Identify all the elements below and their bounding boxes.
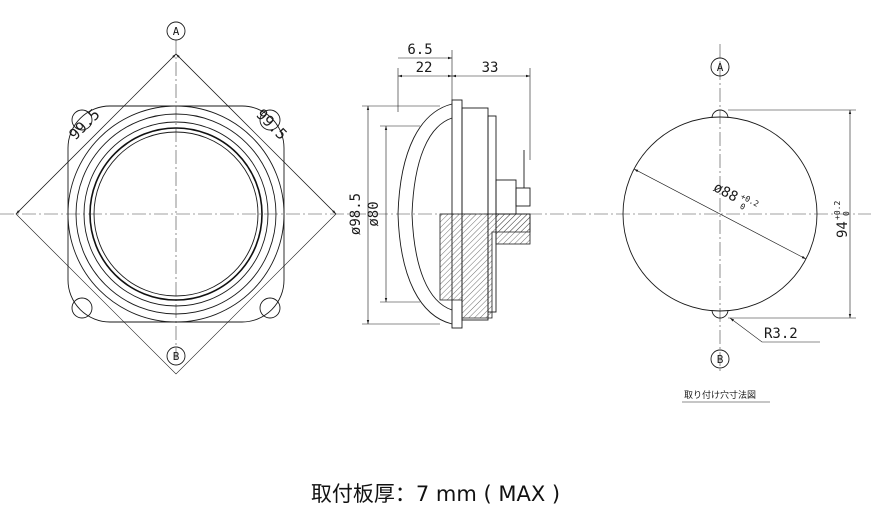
cutout-dia-tol-lower: 0 <box>738 202 747 212</box>
marker-a-cutout: A <box>710 57 730 77</box>
side-dim-length-label: 33 <box>482 60 499 76</box>
cutout-key-bottom <box>711 309 729 319</box>
marker-a-front-label: A <box>173 25 180 38</box>
front-lobe-bl <box>71 297 93 319</box>
side-dome-inner <box>411 117 453 311</box>
cutout-hole <box>622 116 818 312</box>
front-ring-4 <box>89 127 263 301</box>
side-view: 6.5 22 33 ø98.5 ø80 <box>348 42 531 329</box>
cutout-height-tol-upper: +0.2 <box>833 201 842 220</box>
cutout-view: A B ø88 +0.2 0 94 +0.2 0 R3.2 取り付 <box>622 44 856 403</box>
front-lobe-tr <box>259 109 281 131</box>
front-lobe-br <box>259 297 281 319</box>
cutout-radius-label: R3.2 <box>764 326 798 342</box>
marker-b-cutout-label: B <box>717 353 724 366</box>
marker-a-front: A <box>166 21 186 41</box>
front-dim-left-label: 99.5 <box>65 105 103 143</box>
front-ring-inner <box>93 131 259 297</box>
cutout-height-label: 94 +0.2 0 <box>833 201 851 238</box>
side-nut <box>495 179 517 215</box>
marker-b-front: B <box>166 346 186 366</box>
side-hatch-2 <box>495 213 531 245</box>
front-ring-3 <box>83 121 269 307</box>
cutout-dia-base: ø88 <box>711 180 741 206</box>
dim-arrow-right <box>175 53 337 215</box>
front-ring-2 <box>75 113 277 315</box>
side-dia-inner-label: ø80 <box>366 201 382 226</box>
front-lobe-tl <box>71 109 93 131</box>
cutout-dia-label: ø88 +0.2 0 <box>711 180 761 212</box>
footer-note: 取付板厚：7 mm ( MAX ) <box>310 482 561 506</box>
cutout-height-tol-lower: 0 <box>842 211 851 216</box>
side-dim-depth-label: 22 <box>416 60 433 76</box>
front-dim-right-label: 99.5 <box>252 105 290 143</box>
marker-b-front-label: B <box>173 350 180 363</box>
side-dim-top-label: 6.5 <box>407 42 432 58</box>
side-dia-outer-label: ø98.5 <box>348 193 364 235</box>
side-terminal <box>515 187 531 207</box>
side-dome-outer <box>397 103 453 325</box>
cutout-caption: 取り付け穴寸法図 <box>684 389 756 401</box>
cutout-height-base: 94 <box>835 221 851 238</box>
cutout-radius-leader <box>729 317 820 343</box>
marker-a-cutout-label: A <box>717 61 724 74</box>
dim-arrow-left <box>15 53 177 215</box>
cutout-dia-arrow <box>633 168 807 260</box>
marker-b-cutout: B <box>710 349 730 369</box>
front-view: A B 99.5 99.5 <box>15 21 337 375</box>
cutout-key-top <box>711 109 729 119</box>
front-ring-outer <box>67 105 285 323</box>
